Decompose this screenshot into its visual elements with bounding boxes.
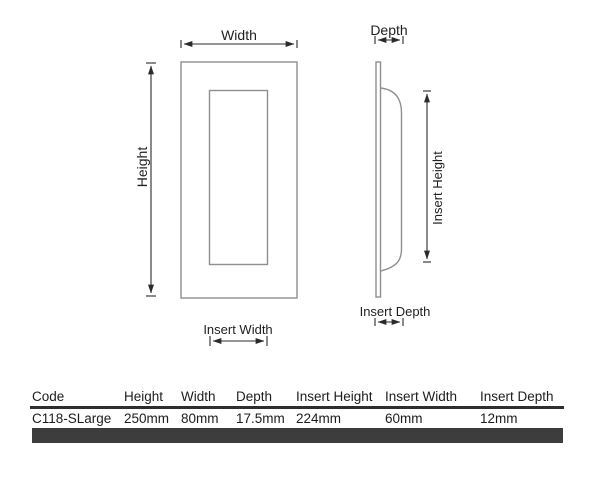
front-view <box>180 61 298 299</box>
flush-pull-technical-drawing: Width Height Insert Width Depth <box>134 22 445 346</box>
height-dimension <box>146 62 156 297</box>
front-view-outer-outline <box>180 61 298 299</box>
table-header-insert-width: Insert Width <box>385 389 458 404</box>
insert-height-dimension <box>423 90 431 263</box>
table-row: C118-SLarge 250mm 80mm 17.5mm 224mm 60mm… <box>30 411 564 427</box>
cell-insert-height: 224mm <box>296 411 342 426</box>
table-header-width: Width <box>181 389 216 404</box>
cell-width: 80mm <box>181 411 219 426</box>
cell-depth: 17.5mm <box>236 411 285 426</box>
table-header-rule <box>30 406 564 409</box>
insert-depth-label: Insert Depth <box>360 304 431 319</box>
insert-width-label: Insert Width <box>203 322 272 337</box>
dimension-table: Code Height Width Depth Insert Height In… <box>30 389 564 427</box>
table-header-insert-height: Insert Height <box>296 389 373 404</box>
footer-bar <box>32 428 563 443</box>
depth-label: Depth <box>370 22 407 38</box>
cell-height: 250mm <box>124 411 170 426</box>
side-view-faceplate-outline <box>375 61 382 298</box>
cell-insert-width: 60mm <box>385 411 423 426</box>
table-header-row: Code Height Width Depth Insert Height In… <box>30 389 564 405</box>
cell-insert-depth: 12mm <box>480 411 518 426</box>
insert-depth-dimension <box>374 318 404 326</box>
side-view <box>375 61 403 298</box>
width-label: Width <box>221 27 257 43</box>
table-header-code: Code <box>32 389 65 404</box>
depth-dimension <box>374 36 404 44</box>
height-label: Height <box>134 147 150 188</box>
width-dimension <box>180 40 298 48</box>
front-view-insert-outline <box>208 89 269 266</box>
table-header-depth: Depth <box>236 389 273 404</box>
table-header-insert-depth: Insert Depth <box>480 389 554 404</box>
side-view-insert-profile <box>380 87 403 272</box>
cell-code: C118-SLarge <box>32 411 112 426</box>
insert-width-dimension <box>209 336 268 346</box>
table-header-height: Height <box>124 389 164 404</box>
insert-height-label: Insert Height <box>430 151 445 225</box>
